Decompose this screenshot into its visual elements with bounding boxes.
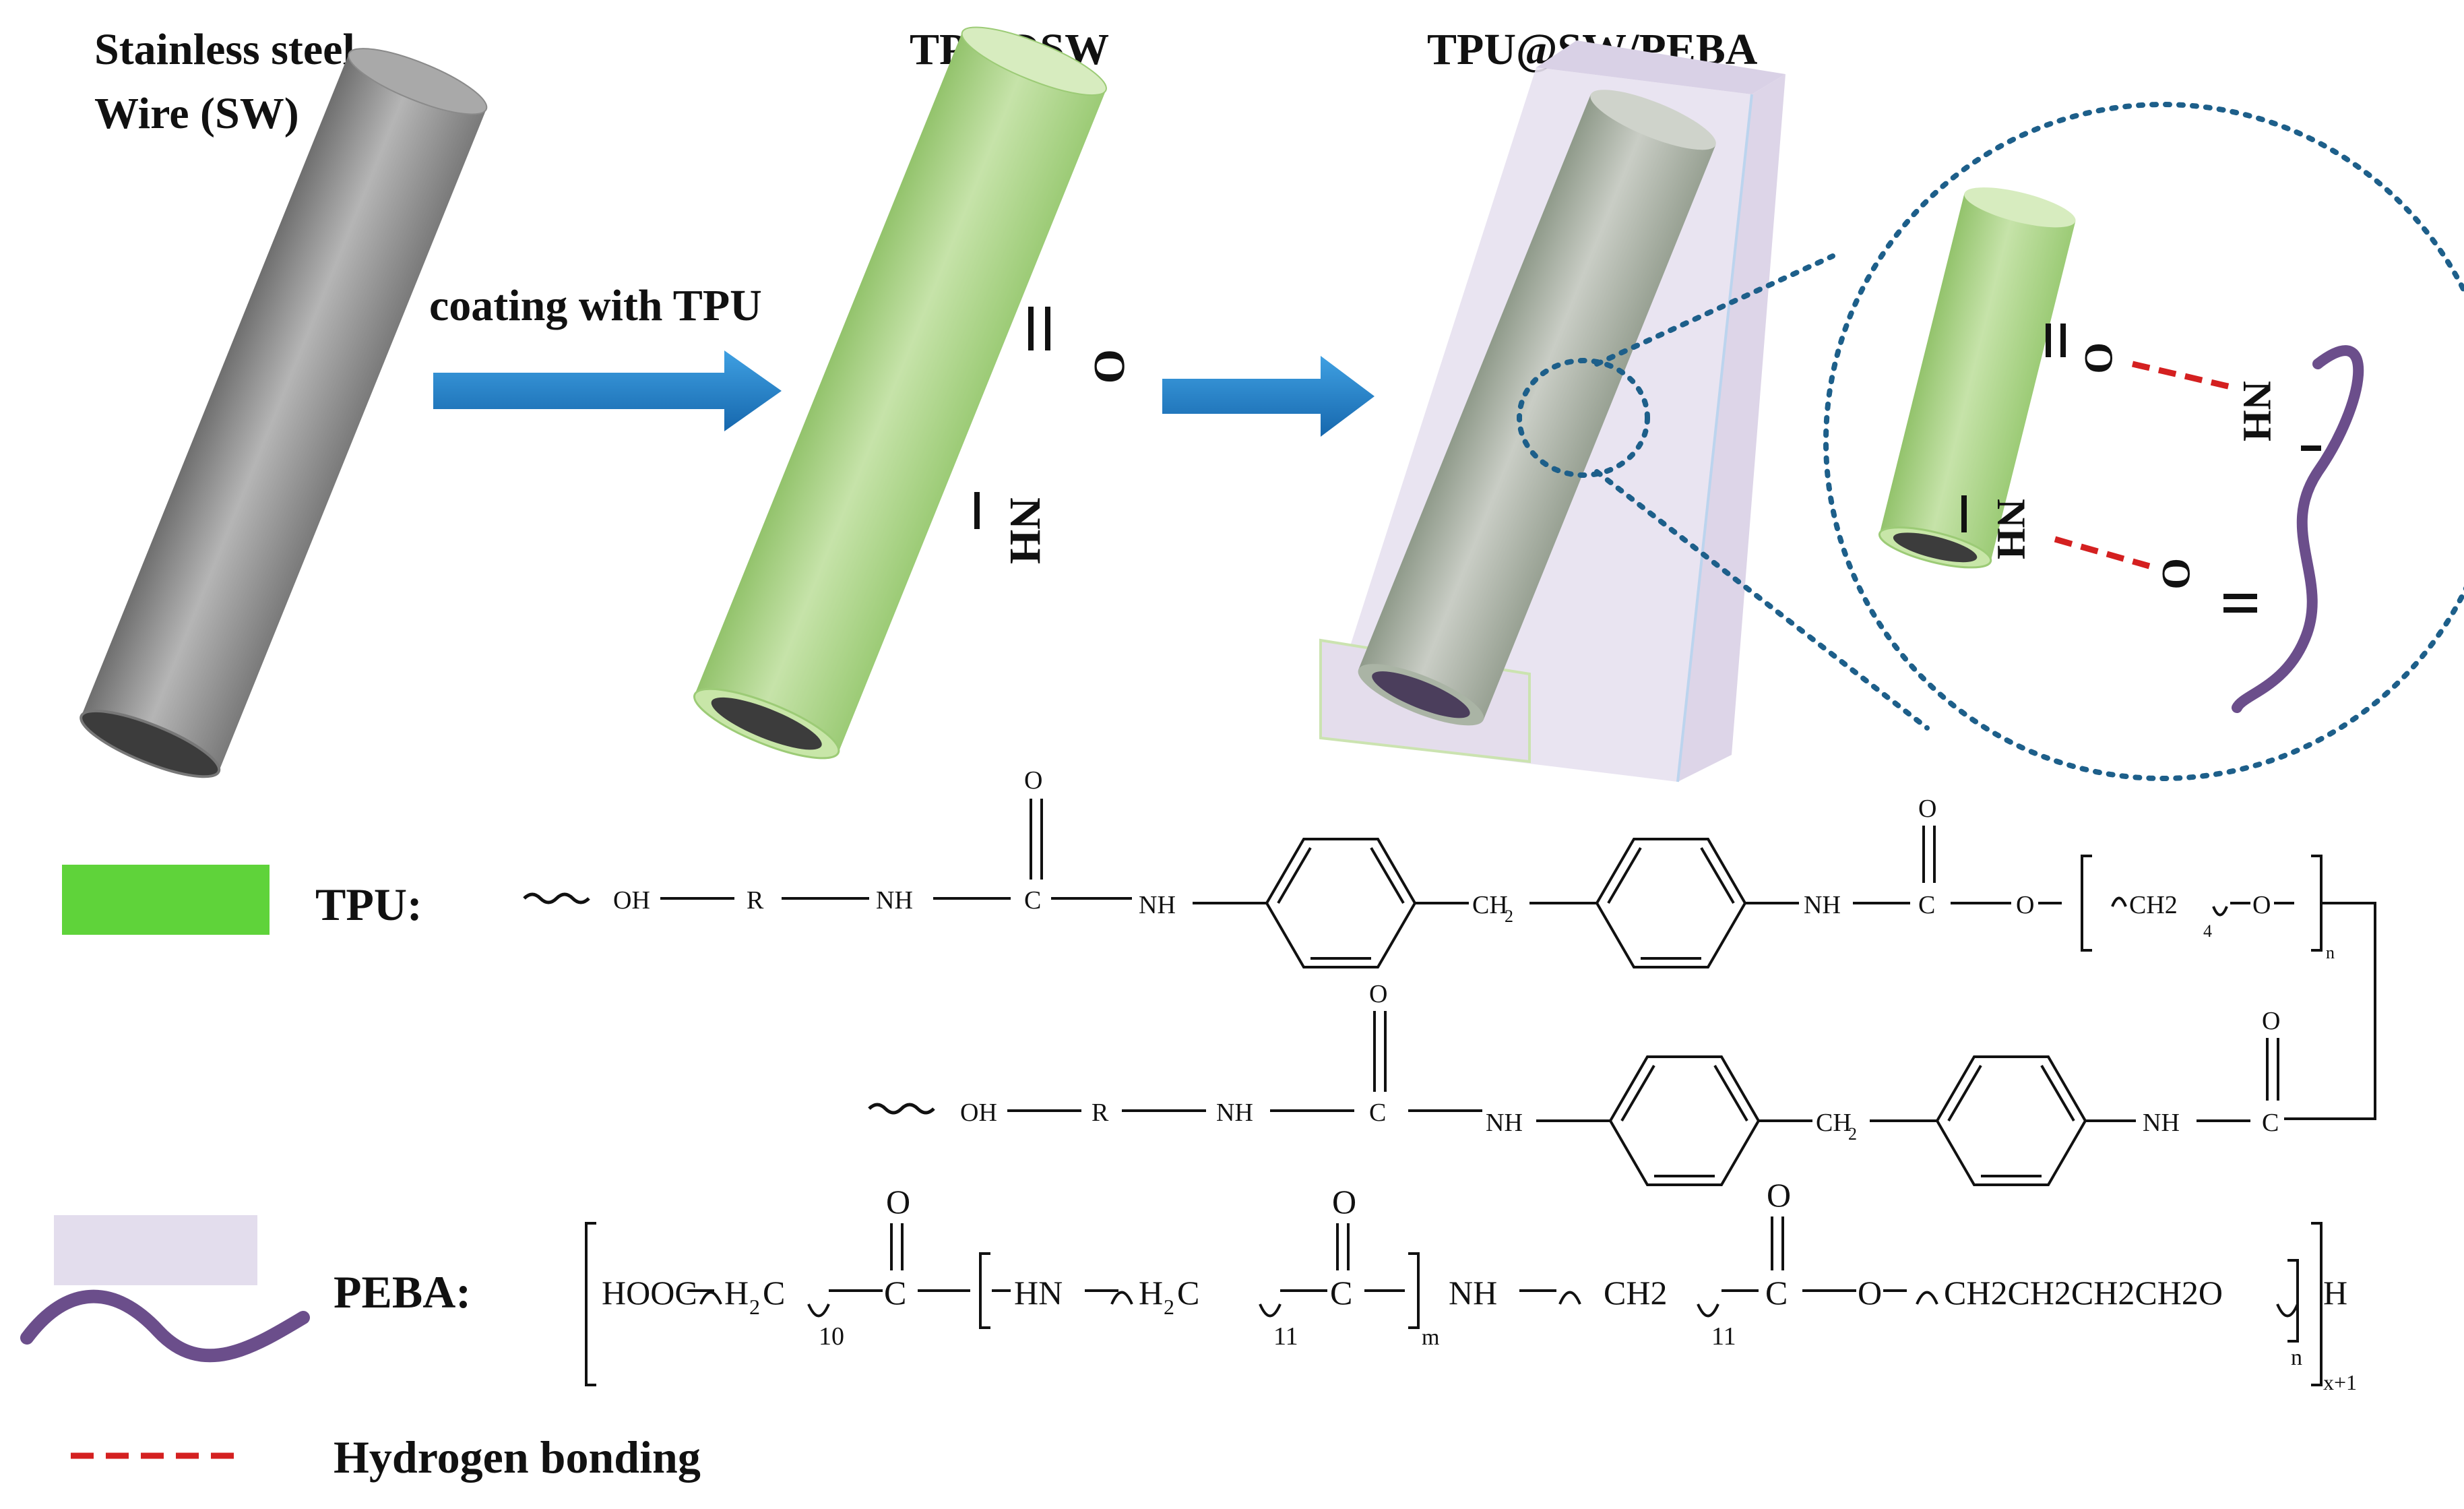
svg-text:NH: NH (1216, 1099, 1253, 1127)
legend-tpu-swatch (62, 865, 270, 935)
svg-text:C: C (763, 1274, 785, 1312)
svg-text:O: O (2016, 891, 2034, 919)
svg-text:n: n (2326, 943, 2335, 962)
svg-text:C: C (1369, 1099, 1386, 1127)
svg-text:C: C (1330, 1274, 1352, 1312)
svg-text:2: 2 (749, 1295, 760, 1319)
svg-text:4: 4 (2203, 921, 2212, 941)
svg-text:11: 11 (1711, 1322, 1736, 1351)
svg-text:O: O (886, 1183, 910, 1221)
zoom-peba-carbonyl-o: O (2154, 558, 2199, 590)
svg-text:CH2: CH2 (2129, 891, 2178, 919)
svg-text:2: 2 (1505, 906, 1513, 926)
svg-text:H: H (2323, 1274, 2347, 1312)
svg-text:HOOC: HOOC (602, 1274, 697, 1312)
stainless-steel-wire (80, 48, 488, 778)
peba-structure-labels: HOOC H 2 C 10 O C HN H 2 C 11 O C m NH C… (602, 1176, 2357, 1394)
svg-text:11: 11 (1273, 1322, 1298, 1351)
hbond-upper (2131, 361, 2235, 391)
zoom-peba-chain (2232, 345, 2364, 713)
svg-text:C: C (1765, 1274, 1788, 1312)
svg-text:CH: CH (1472, 891, 1508, 919)
svg-text:R: R (747, 886, 764, 915)
zoom-detail-circle (1823, 102, 2464, 781)
legend-peba-label: PEBA: (334, 1266, 471, 1318)
svg-text:OH: OH (960, 1099, 997, 1127)
tpu-structure-labels: OH R NH O C NH CH 2 NH O C O CH2 4 O n O… (613, 766, 2335, 1144)
svg-text:10: 10 (819, 1322, 844, 1351)
svg-text:O: O (2262, 1007, 2280, 1035)
zoom-guide-lower (1594, 469, 1930, 731)
svg-text:NH: NH (1486, 1109, 1523, 1137)
svg-text:n: n (2291, 1345, 2302, 1370)
tpu-coated-wire (693, 26, 1107, 760)
legend-tpu-label: TPU: (315, 879, 422, 930)
tpu-sw-in-peba (1358, 90, 1716, 726)
svg-text:O: O (1024, 766, 1042, 795)
svg-text:O: O (2252, 891, 2271, 919)
process-arrow-2 (1162, 356, 1375, 437)
svg-text:2: 2 (1848, 1124, 1857, 1144)
svg-text:NH: NH (876, 886, 913, 915)
svg-text:C: C (1024, 886, 1041, 915)
svg-text:R: R (1092, 1099, 1109, 1127)
svg-text:2: 2 (1164, 1295, 1174, 1319)
zoom-guide-upper (1594, 253, 1835, 367)
process-arrow-1 (433, 350, 782, 431)
zoom-peba-amine-nh: NH (2235, 381, 2279, 441)
svg-text:x+1: x+1 (2323, 1370, 2357, 1394)
sw-title-line2: Wire (SW) (94, 89, 299, 138)
svg-text:H: H (1139, 1274, 1163, 1312)
peba-structure (585, 1217, 2323, 1386)
svg-text:C: C (2262, 1109, 2279, 1137)
svg-text:C: C (1918, 891, 1935, 919)
svg-text:O: O (1918, 795, 1936, 823)
coating-label: coating with TPU (429, 281, 762, 330)
legend-hbond-label: Hydrogen bonding (334, 1431, 701, 1483)
tube2-carbonyl-o: O (1085, 349, 1134, 383)
svg-text:NH: NH (1139, 891, 1176, 919)
svg-text:OH: OH (613, 886, 650, 915)
tube2-amine-nh: NH (1001, 497, 1050, 564)
svg-text:O: O (1332, 1183, 1356, 1221)
legend-peba-swatch (54, 1215, 257, 1285)
svg-text:C: C (884, 1274, 906, 1312)
svg-text:CH2CH2CH2CH2O: CH2CH2CH2CH2O (1944, 1274, 2223, 1312)
svg-text:NH: NH (1804, 891, 1841, 919)
svg-text:O: O (1767, 1176, 1791, 1214)
svg-text:O: O (1369, 980, 1387, 1008)
svg-text:H: H (724, 1274, 749, 1312)
zoom-tpu-tube (1878, 187, 2076, 569)
svg-text:C: C (1177, 1274, 1199, 1312)
legend-peba-wave (20, 1289, 310, 1363)
svg-text:HN: HN (1014, 1274, 1063, 1312)
svg-text:NH: NH (2143, 1109, 2180, 1137)
svg-text:NH: NH (1449, 1274, 1497, 1312)
zoom-tube-carbonyl-o: O (2077, 342, 2121, 374)
zoom-source-circle (1517, 358, 1650, 478)
hbond-lower (2054, 536, 2151, 569)
svg-text:O: O (1858, 1274, 1882, 1312)
svg-text:CH2: CH2 (1604, 1274, 1667, 1312)
tpu-structure (523, 799, 2376, 1186)
zoom-tube-amine-nh: NH (1989, 499, 2033, 559)
svg-text:m: m (1422, 1325, 1439, 1350)
sw-title-line1: Stainless steel (94, 25, 355, 74)
svg-text:CH: CH (1816, 1109, 1852, 1137)
